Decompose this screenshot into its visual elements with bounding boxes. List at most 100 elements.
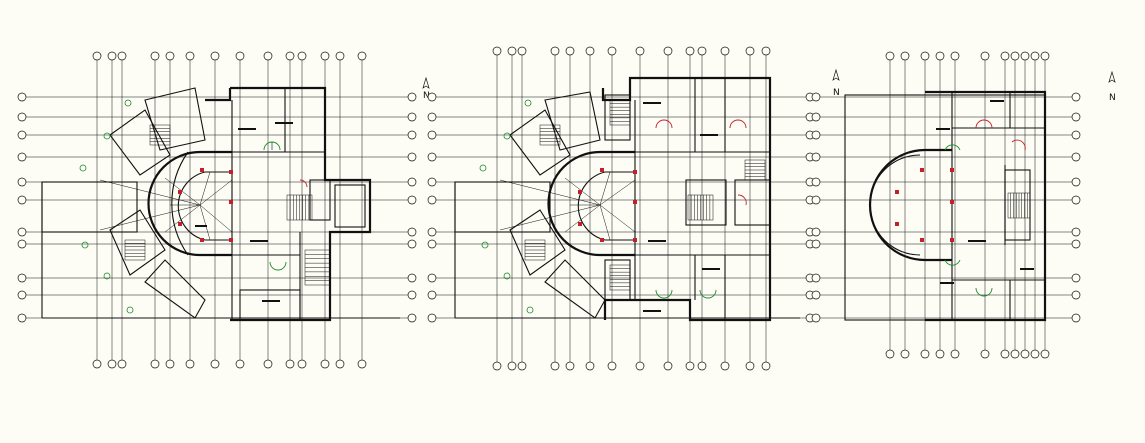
grid-bubble — [607, 361, 617, 371]
grid-bubble — [1071, 195, 1081, 205]
grid-bubble — [17, 152, 27, 162]
grid-bubble — [1071, 92, 1081, 102]
grid-bubble — [17, 273, 27, 283]
grid-bubble — [407, 152, 417, 162]
grid-bubble — [427, 112, 437, 122]
grid-bubble — [517, 46, 527, 56]
grid-bubble — [720, 361, 730, 371]
grid-bubble — [663, 361, 673, 371]
grid-bubble — [185, 359, 195, 369]
grid-bubble — [320, 51, 330, 61]
grid-bubble — [427, 177, 437, 187]
grid-bubble — [697, 361, 707, 371]
grid-bubble — [407, 112, 417, 122]
grid-bubble — [407, 239, 417, 249]
grid-bubble — [285, 51, 295, 61]
grid-bubble — [165, 51, 175, 61]
grid-bubble — [607, 46, 617, 56]
grid-bubble — [107, 359, 117, 369]
grid-bubble — [297, 359, 307, 369]
grid-bubble — [900, 349, 910, 359]
grid-bubble — [920, 51, 930, 61]
grid-bubble — [1020, 349, 1030, 359]
grid-bubble — [550, 46, 560, 56]
grid-bubble — [1020, 51, 1030, 61]
grid-bubble — [935, 349, 945, 359]
grid-bubble — [585, 46, 595, 56]
grid-bubble — [150, 51, 160, 61]
grid-bubble — [17, 313, 27, 323]
grid-bubble — [320, 359, 330, 369]
grid-bubble — [335, 359, 345, 369]
grid-bubble — [550, 361, 560, 371]
grid-bubble — [17, 130, 27, 140]
grid-bubble — [1010, 51, 1020, 61]
grid-bubble — [1071, 239, 1081, 249]
grid-bubble — [1030, 349, 1040, 359]
plan-1-markers — [79, 99, 134, 314]
grid-bubble — [950, 51, 960, 61]
grid-bubble — [761, 46, 771, 56]
north-label: N — [423, 91, 430, 101]
grid-bubble — [811, 227, 821, 237]
grid-bubble — [745, 361, 755, 371]
grid-bubble — [357, 359, 367, 369]
grid-bubble — [427, 290, 437, 300]
grid-bubble — [492, 46, 502, 56]
grid-bubble — [635, 46, 645, 56]
grid-bubble — [427, 313, 437, 323]
grid-bubble — [210, 359, 220, 369]
grid-bubble — [935, 51, 945, 61]
grid-bubble — [811, 273, 821, 283]
grid-bubble — [980, 349, 990, 359]
grid-bubble — [517, 361, 527, 371]
grid-bubble — [811, 112, 821, 122]
grid-bubble — [1071, 130, 1081, 140]
grid-bubble — [107, 51, 117, 61]
plan-1-walls — [41, 86, 400, 322]
floor-plan-2: N — [427, 46, 840, 371]
grid-bubble — [885, 51, 895, 61]
grid-bubble — [407, 313, 417, 323]
grid-bubble — [427, 195, 437, 205]
grid-bubble — [427, 273, 437, 283]
grid-bubble — [811, 152, 821, 162]
grid-bubble — [697, 46, 707, 56]
grid-bubble — [507, 46, 517, 56]
north-arrow: N — [832, 68, 840, 98]
grid-bubble — [165, 359, 175, 369]
grid-bubble — [335, 51, 345, 61]
grid-bubble — [507, 361, 517, 371]
grid-bubble — [811, 290, 821, 300]
grid-bubble — [920, 349, 930, 359]
grid-bubble — [1071, 112, 1081, 122]
grid-bubble — [235, 51, 245, 61]
grid-bubble — [17, 290, 27, 300]
plan-1-room-labels — [195, 122, 293, 302]
grid-bubble — [1071, 313, 1081, 323]
floor-plan-1: N — [17, 51, 430, 369]
grid-bubble — [17, 195, 27, 205]
grid-bubble — [635, 361, 645, 371]
grid-bubble — [210, 51, 220, 61]
grid-bubble — [1000, 51, 1010, 61]
grid-bubble — [745, 46, 755, 56]
grid-bubble — [17, 92, 27, 102]
grid-bubble — [1071, 290, 1081, 300]
plan-1-grid-bubbles — [17, 51, 417, 369]
grid-bubble — [185, 51, 195, 61]
grid-bubble — [17, 177, 27, 187]
grid-bubble — [585, 361, 595, 371]
grid-bubble — [1030, 51, 1040, 61]
grid-bubble — [407, 177, 417, 187]
grid-bubble — [1071, 177, 1081, 187]
grid-bubble — [235, 359, 245, 369]
grid-bubble — [761, 361, 771, 371]
grid-bubble — [263, 359, 273, 369]
grid-bubble — [427, 130, 437, 140]
north-arrow: N — [1108, 70, 1116, 103]
grid-bubble — [297, 51, 307, 61]
grid-bubble — [1010, 349, 1020, 359]
grid-bubble — [427, 239, 437, 249]
grid-bubble — [1040, 349, 1050, 359]
